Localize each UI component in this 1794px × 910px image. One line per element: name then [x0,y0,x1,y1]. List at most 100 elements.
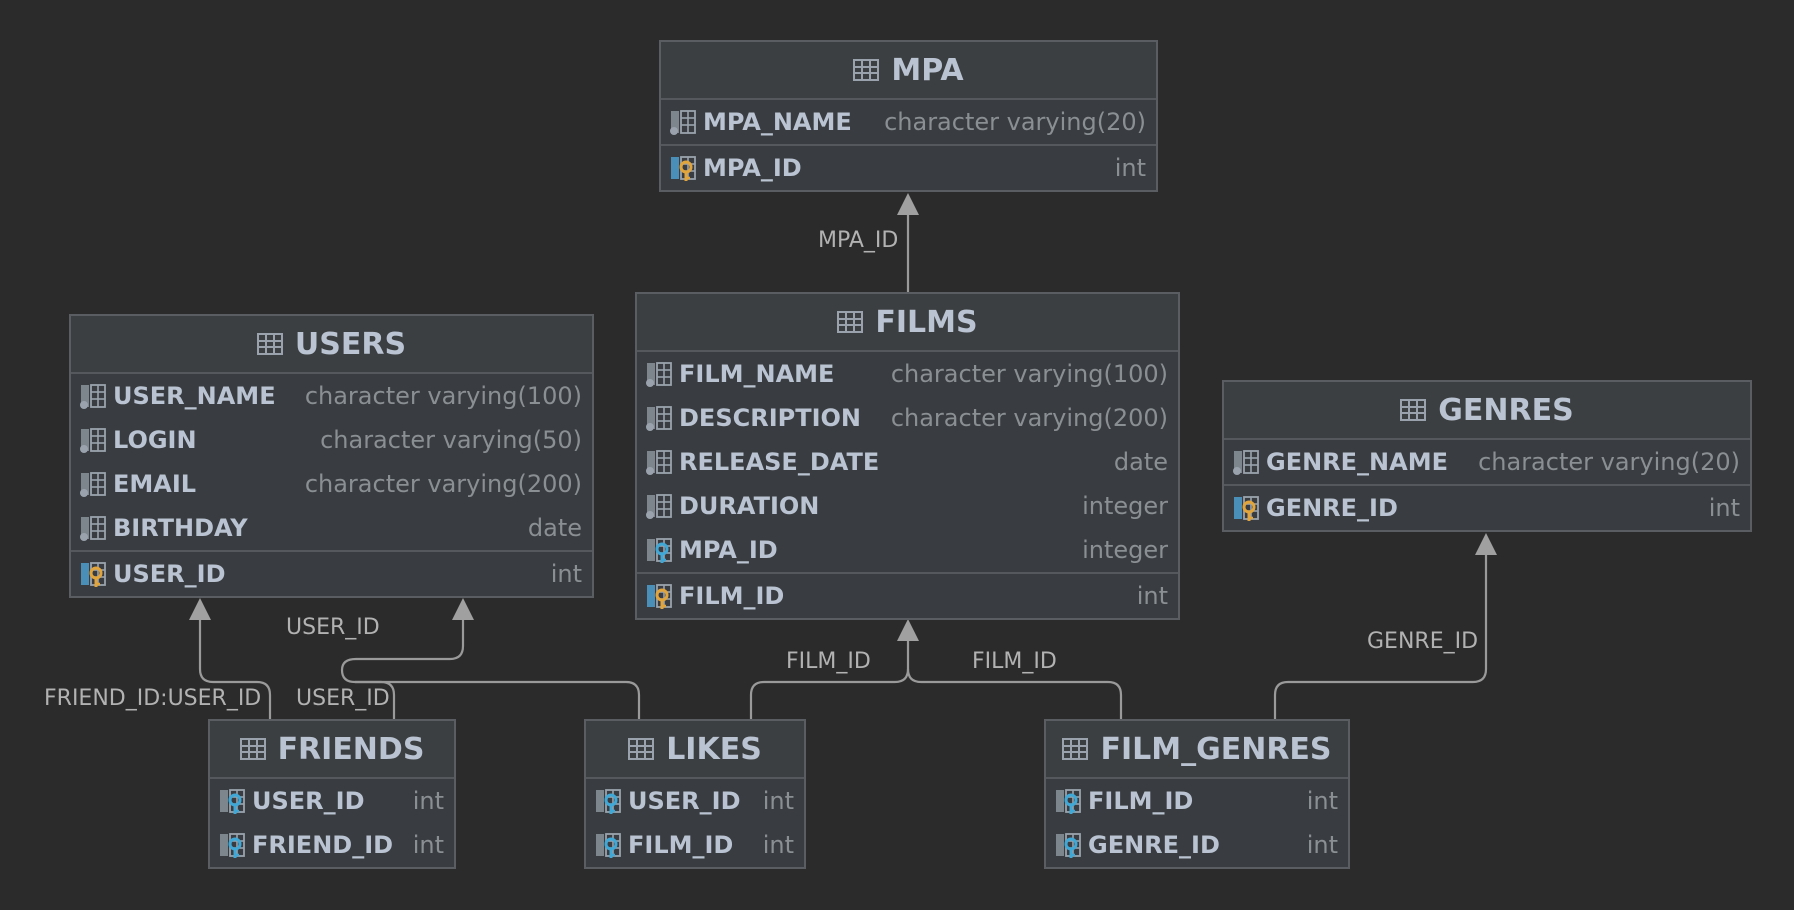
primary-key-icon [645,582,673,610]
column-row[interactable]: DURATION integer [637,484,1178,528]
column-name: GENRE_NAME [1266,448,1448,476]
column-type: int [412,831,444,859]
column-row[interactable]: FILM_ID int [637,574,1178,618]
column-type: int [1136,582,1168,610]
table-title: USERS [294,326,407,362]
table-header[interactable]: FILMS [637,294,1178,352]
column-name: USER_ID [113,560,226,588]
table-header[interactable]: LIKES [586,721,804,779]
table-title: FILMS [875,304,978,340]
edge-label-friends-user-id: USER_ID [296,686,390,711]
column-icon [79,426,107,454]
key-separator [637,572,1178,574]
column-type: date [527,514,582,542]
column-name: GENRE_ID [1266,494,1398,522]
column-type: character varying(200) [890,404,1168,432]
column-type: character varying(100) [890,360,1168,388]
column-row[interactable]: USER_ID int [71,552,592,596]
column-type: int [550,560,582,588]
column-name: LOGIN [113,426,197,454]
edge-label-friend-id-user-id: FRIEND_ID:USER_ID [44,686,262,711]
table-title: FILM_GENRES [1100,731,1332,767]
column-row[interactable]: GENRE_NAME character varying(20) [1224,440,1750,484]
table-header[interactable]: FRIENDS [210,721,454,779]
column-type: int [1306,787,1338,815]
key-separator [661,144,1156,146]
column-type: integer [1082,536,1168,564]
arrowhead-users-right [452,598,474,620]
foreign-key-icon [594,831,622,859]
table-header[interactable]: USERS [71,316,592,374]
table-grid-icon [837,311,864,333]
primary-key-icon [79,560,107,588]
column-row[interactable]: USER_ID int [210,779,454,823]
column-name: MPA_ID [679,536,778,564]
column-name: USER_ID [628,787,741,815]
column-row[interactable]: GENRE_ID int [1046,823,1348,867]
column-name: MPA_ID [703,154,802,182]
column-row[interactable]: MPA_ID int [661,146,1156,190]
column-icon [645,492,673,520]
column-type: date [1113,448,1168,476]
edge-label-likes-film-id: FILM_ID [786,649,871,674]
column-icon [669,108,697,136]
column-type: int [1114,154,1146,182]
column-type: character varying(20) [1478,448,1740,476]
column-type: int [762,787,794,815]
foreign-key-icon [594,787,622,815]
column-type: integer [1082,492,1168,520]
table-grid-icon [1062,738,1089,760]
column-icon [645,404,673,432]
column-icon [1232,448,1260,476]
column-name: MPA_NAME [703,108,852,136]
table-title: MPA [891,52,964,88]
connector-film-genres-film-id [906,668,1123,719]
edge-label-film-genres-film-id: FILM_ID [972,649,1057,674]
column-icon [645,360,673,388]
column-icon [79,382,107,410]
column-row[interactable]: MPA_ID integer [637,528,1178,572]
column-name: USER_NAME [113,382,276,410]
table-grid-icon [256,333,283,355]
foreign-key-icon [645,536,673,564]
column-name: GENRE_ID [1088,831,1220,859]
edge-label-mpa-id: MPA_ID [818,228,899,253]
column-name: FILM_ID [679,582,785,610]
column-type: int [1306,831,1338,859]
arrowhead-mpa [897,193,919,215]
foreign-key-icon [1054,831,1082,859]
column-type: int [412,787,444,815]
column-name: EMAIL [113,470,197,498]
primary-key-icon [669,154,697,182]
column-name: USER_ID [252,787,365,815]
arrowhead-films [897,619,919,641]
arrowhead-users-left [189,598,211,620]
column-icon [79,470,107,498]
column-type: int [762,831,794,859]
table-header[interactable]: MPA [661,42,1156,100]
column-name: DURATION [679,492,820,520]
edge-label-genre-id: GENRE_ID [1367,629,1479,654]
table-header[interactable]: GENRES [1224,382,1750,440]
table-header[interactable]: FILM_GENRES [1046,721,1348,779]
column-row[interactable]: USER_ID int [586,779,804,823]
